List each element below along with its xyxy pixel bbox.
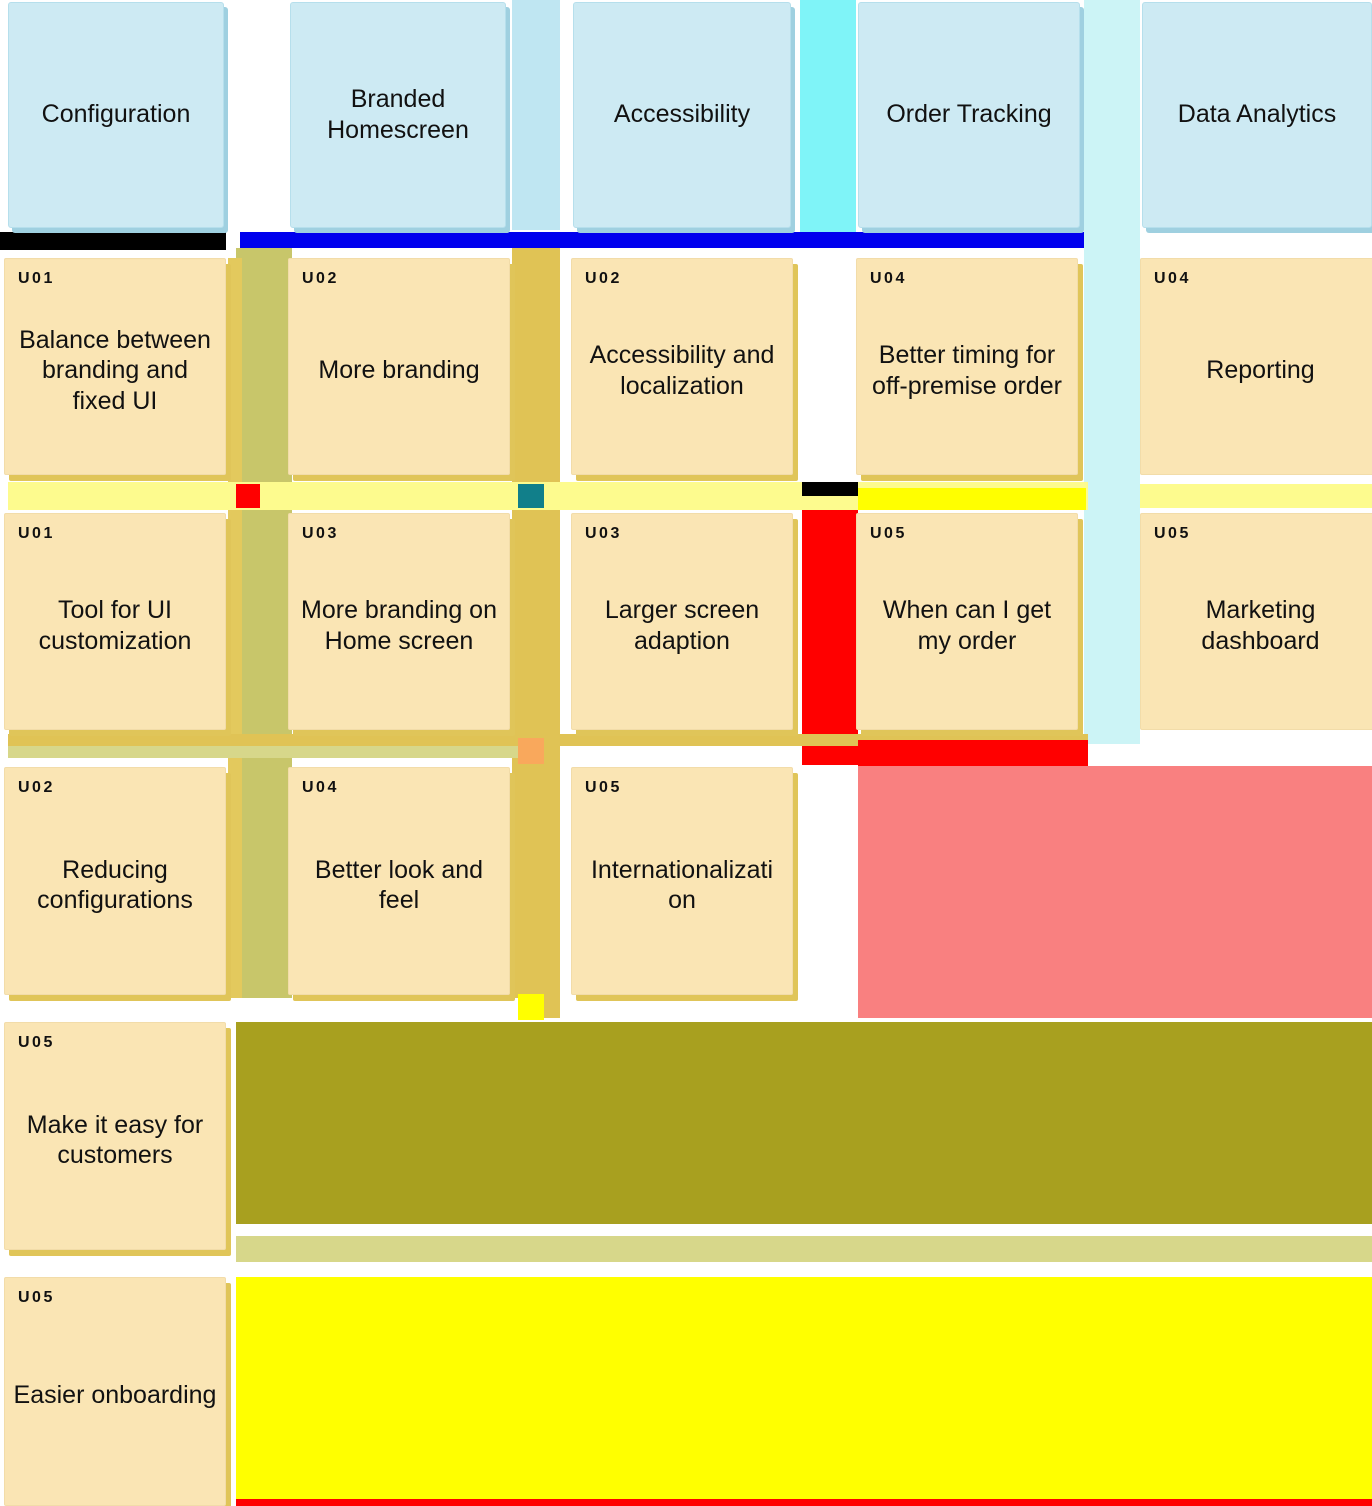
epic-card-label: Accessibility bbox=[613, 100, 751, 129]
connector-band bbox=[236, 1277, 1372, 1499]
story-note-label-wrap: More branding bbox=[297, 259, 501, 474]
story-note-ref: U05 bbox=[870, 525, 907, 542]
story-note-label-wrap: Reducing configurations bbox=[13, 768, 217, 994]
story-note-ref: U05 bbox=[1154, 525, 1191, 542]
story-note-ref: U04 bbox=[1154, 270, 1191, 287]
story-note-label: Make it easy for customers bbox=[26, 1110, 204, 1170]
epic-card-label: Branded Homescreen bbox=[327, 84, 469, 144]
story-note-ref: U03 bbox=[585, 525, 622, 542]
story-note-label-wrap: Reporting bbox=[1149, 259, 1372, 474]
connector-band bbox=[236, 1236, 1372, 1262]
story-note-label: Better look and feel bbox=[314, 855, 484, 915]
story-note-label: When can I get my order bbox=[882, 596, 1052, 655]
connector-band bbox=[1140, 484, 1372, 508]
story-note-label-wrap: Accessibility and localization bbox=[580, 259, 784, 474]
story-note-label-wrap: Easier onboarding bbox=[13, 1278, 217, 1505]
story-note-label: Reducing configurations bbox=[37, 855, 193, 915]
story-note-label-wrap: Better timing for off-premise order bbox=[865, 259, 1069, 474]
connector-band bbox=[858, 488, 1086, 510]
story-note-label-wrap: Better look and feel bbox=[297, 768, 501, 994]
story-note-ref: U04 bbox=[302, 779, 339, 796]
epic-card-accessibility[interactable]: Accessibility bbox=[573, 2, 791, 228]
story-note-label: More branding on Home screen bbox=[301, 596, 497, 655]
story-note-ref: U02 bbox=[302, 270, 339, 287]
story-note-label-wrap: Tool for UI customization bbox=[13, 514, 217, 729]
connector-band bbox=[236, 484, 260, 508]
story-note-label: Balance between branding and fixed UI bbox=[19, 325, 211, 415]
epic-card-branded-homescreen[interactable]: Branded Homescreen bbox=[290, 2, 506, 228]
connector-band bbox=[802, 482, 858, 496]
story-note-label: More branding bbox=[318, 356, 480, 385]
connector-band bbox=[240, 232, 1085, 248]
story-note-label: Reporting bbox=[1206, 356, 1315, 385]
epic-card-data-analytics[interactable]: Data Analytics bbox=[1142, 2, 1372, 228]
story-note-label: Tool for UI customization bbox=[38, 596, 192, 655]
connector-band bbox=[800, 766, 858, 1018]
connector-band bbox=[8, 998, 518, 1018]
story-note-ref: U01 bbox=[18, 525, 55, 542]
story-note-ref: U05 bbox=[585, 779, 622, 796]
story-note-label-wrap: When can I get my order bbox=[865, 514, 1069, 729]
story-note-label: Better timing for off-premise order bbox=[872, 341, 1062, 400]
epic-card-configuration[interactable]: Configuration bbox=[8, 2, 224, 228]
story-note-ref: U04 bbox=[870, 270, 907, 287]
epic-card-label: Configuration bbox=[41, 100, 191, 129]
story-note-ref: U01 bbox=[18, 270, 55, 287]
story-note-label-wrap: More branding on Home screen bbox=[297, 514, 501, 729]
story-note-label: Marketing dashboard bbox=[1201, 596, 1320, 655]
connector-band bbox=[228, 258, 242, 1018]
connector-band bbox=[236, 1022, 1372, 1224]
connector-band bbox=[512, 248, 560, 1018]
connector-band bbox=[1084, 0, 1140, 744]
connector-band bbox=[858, 766, 1372, 1018]
connector-band bbox=[518, 994, 544, 1020]
story-note-label: Internationalizati on bbox=[590, 855, 774, 915]
story-note-label: Larger screen adaption bbox=[604, 596, 760, 655]
story-note-ref: U02 bbox=[18, 779, 55, 796]
story-note-label: Easier onboarding bbox=[13, 1381, 217, 1410]
story-note-label: Accessibility and localization bbox=[589, 341, 775, 400]
connector-band bbox=[8, 734, 1088, 746]
epic-card-label: Data Analytics bbox=[1177, 100, 1337, 129]
connector-band bbox=[518, 738, 544, 764]
epic-card-order-tracking[interactable]: Order Tracking bbox=[858, 2, 1080, 228]
story-note-label-wrap: Balance between branding and fixed UI bbox=[13, 259, 217, 474]
epic-card-label: Order Tracking bbox=[886, 100, 1052, 129]
story-note-label-wrap: Larger screen adaption bbox=[580, 514, 784, 729]
story-note-ref: U05 bbox=[18, 1034, 55, 1051]
story-note-ref: U02 bbox=[585, 270, 622, 287]
story-note-label-wrap: Internationalizati on bbox=[580, 768, 784, 994]
connector-band bbox=[236, 1499, 1372, 1506]
connector-band bbox=[512, 0, 560, 230]
connector-band bbox=[518, 484, 544, 508]
connector-band bbox=[800, 0, 856, 232]
story-note-ref: U03 bbox=[302, 525, 339, 542]
story-note-label-wrap: Marketing dashboard bbox=[1149, 514, 1372, 729]
connector-band bbox=[802, 485, 858, 765]
story-note-ref: U05 bbox=[18, 1289, 55, 1306]
story-note-label-wrap: Make it easy for customers bbox=[13, 1023, 217, 1249]
connector-band bbox=[0, 232, 226, 250]
connector-band bbox=[858, 740, 1088, 766]
connector-band bbox=[236, 248, 292, 1018]
